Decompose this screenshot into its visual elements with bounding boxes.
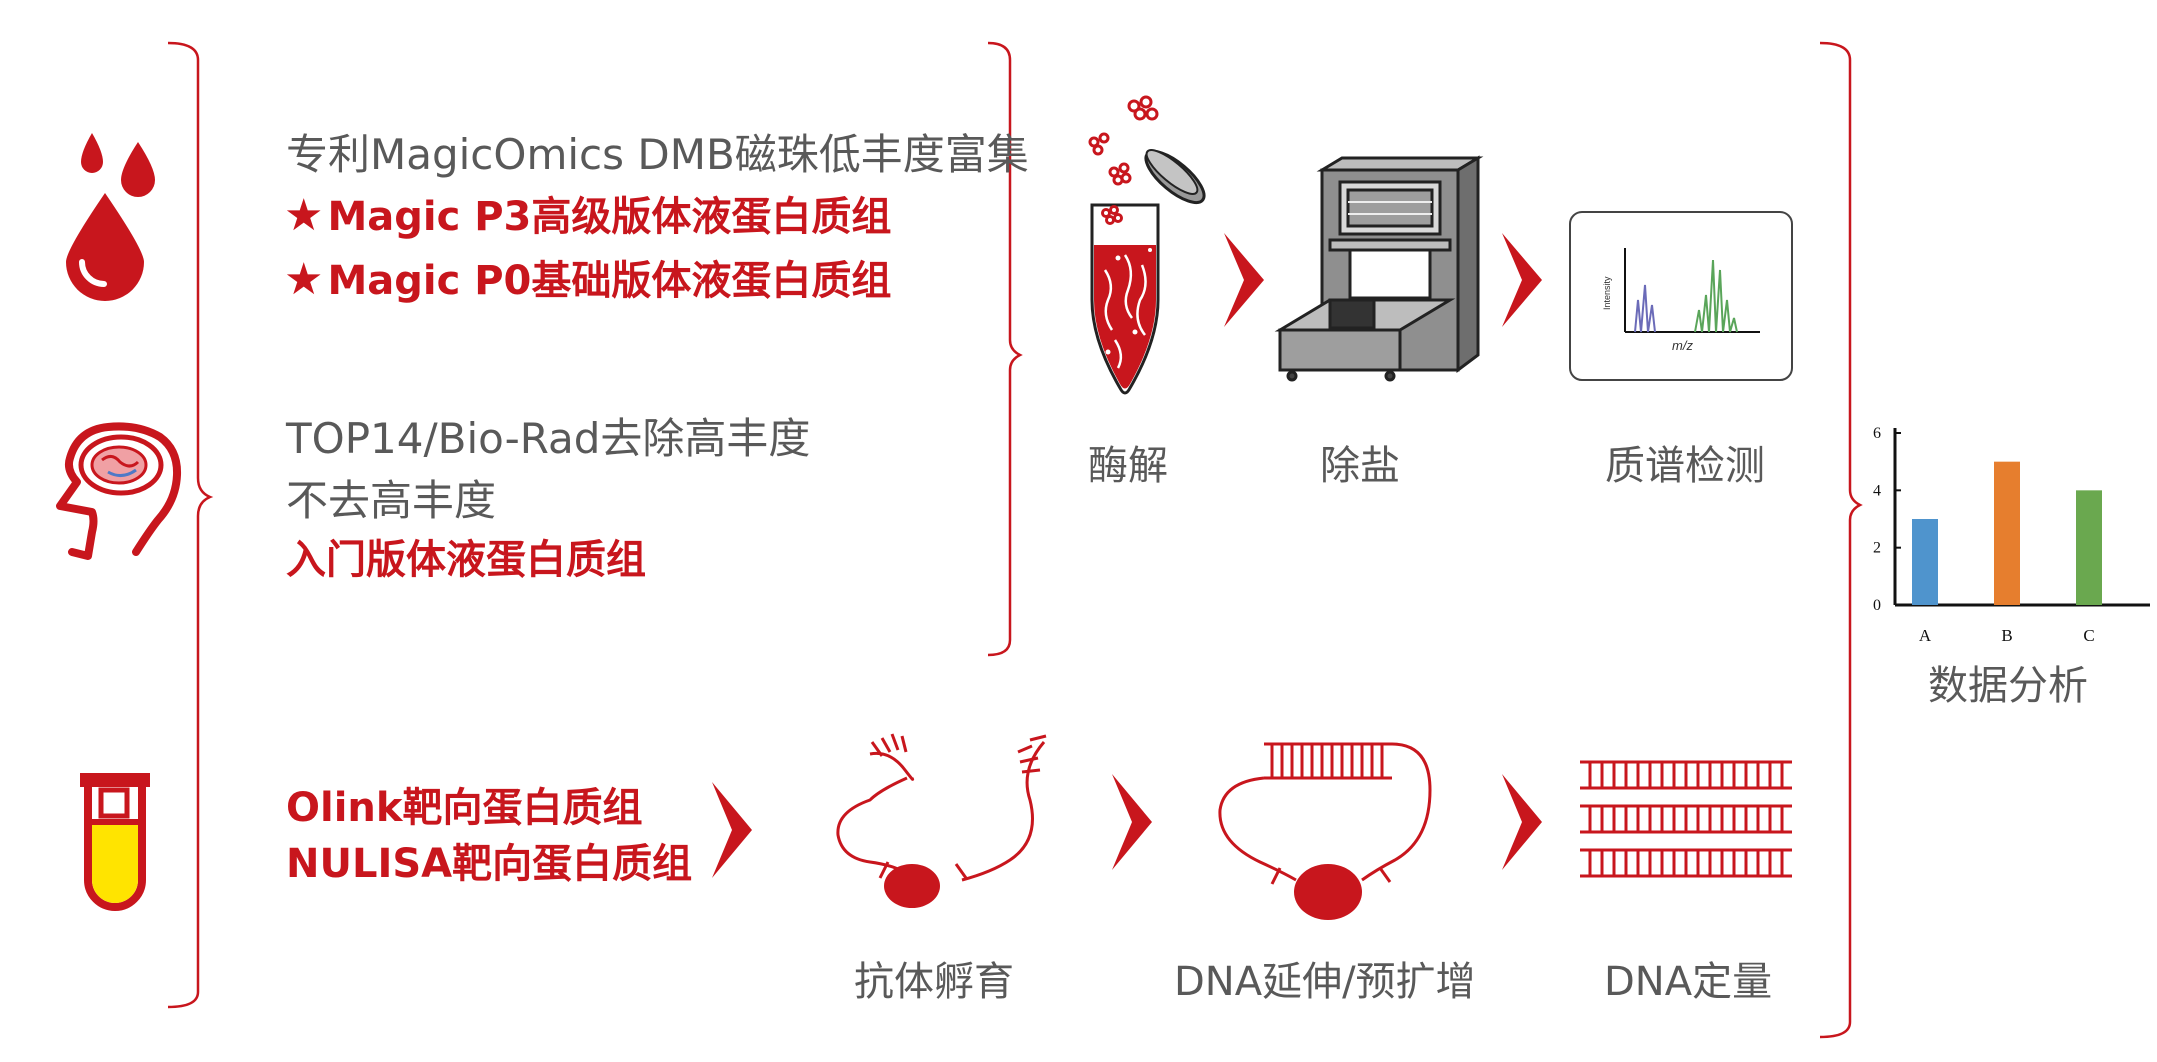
mass-spectrum-panel: Intensity m/z [1569, 211, 1793, 381]
no-depletion-text: 不去高丰度 [286, 476, 497, 525]
chart-y-tick-label: 2 [1873, 540, 1881, 557]
top14-depletion-text: TOP14/Bio-Rad去除高丰度 [286, 414, 811, 463]
dmb-enrichment-text: 专利MagicOmics DMB磁珠低丰度富集 [286, 130, 1029, 179]
arrow-right-icon [1112, 774, 1152, 870]
extension-label: DNA延伸/预扩增 [1174, 959, 1476, 1005]
arrow-right-icon [1502, 233, 1542, 327]
chart-y-tick-label: 0 [1873, 597, 1881, 614]
left-bracket [167, 41, 214, 1009]
dna-quantification-icon [1580, 760, 1792, 878]
olink-text: Olink靶向蛋白质组 [286, 785, 643, 831]
chart-bar-c [2076, 490, 2102, 605]
star-icon: ★ [284, 190, 324, 241]
chart-category-label: C [2083, 626, 2094, 645]
arrow-right-icon [712, 782, 752, 878]
digestion-tube-icon [1090, 149, 1206, 395]
magic-p3-text: Magic P3高级版体液蛋白质组 [327, 194, 892, 240]
desalt-label: 除盐 [1320, 443, 1400, 489]
peptide-cluster-icon [1088, 95, 1159, 225]
blood-drops-icon [66, 133, 155, 301]
brain-head-icon [56, 422, 182, 560]
magic-p0-text: Magic P0基础版体液蛋白质组 [327, 258, 892, 304]
ms-detection-label: 质谱检测 [1605, 443, 1765, 489]
nulisa-text: NULISA靶向蛋白质组 [286, 841, 693, 887]
incubation-label: 抗体孵育 [854, 959, 1014, 1005]
chart-bar-b [1994, 461, 2020, 605]
chart-y-tick-label: 6 [1873, 425, 1881, 442]
quantification-label: DNA定量 [1604, 959, 1773, 1005]
desalting-instrument-icon [1274, 155, 1484, 382]
entry-proteome-text: 入门版体液蛋白质组 [286, 537, 646, 583]
chart-category-label: A [1919, 626, 1932, 645]
star-icon: ★ [284, 254, 324, 305]
magic-p3-line: ★Magic P3高级版体液蛋白质组 [284, 194, 891, 238]
digest-label: 酶解 [1088, 443, 1168, 489]
analysis-label: 数据分析 [1928, 663, 2088, 709]
right-bracket [1819, 41, 1863, 1039]
ms-x-axis-label: m/z [1672, 338, 1693, 353]
dna-extension-icon [1218, 742, 1432, 920]
ms-y-axis-label: Intensity [1602, 276, 1612, 310]
chart-category-label: B [2001, 626, 2012, 645]
arrows [712, 233, 1542, 878]
top-bracket [987, 41, 1023, 657]
chart-bar-a [1912, 519, 1938, 605]
blood-tube-icon [80, 773, 150, 911]
chart-y-tick-label: 4 [1873, 482, 1881, 499]
arrow-right-icon [1502, 774, 1542, 870]
magic-p0-line: ★Magic P0基础版体液蛋白质组 [284, 258, 891, 302]
arrow-right-icon [1224, 233, 1264, 327]
antibody-incubation-icon [836, 733, 1047, 908]
analysis-bar-chart: 0 2 4 6 A B C [1873, 425, 2150, 645]
